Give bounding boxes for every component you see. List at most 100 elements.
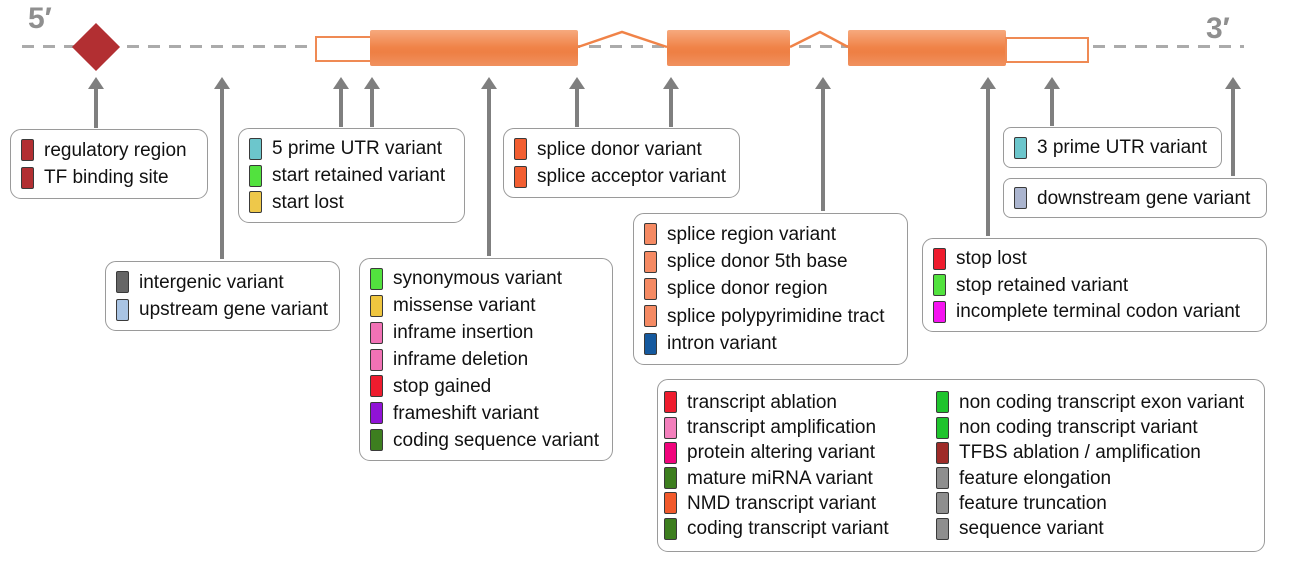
arrow-splice-donor: [569, 77, 585, 127]
legend-item: transcript ablation: [664, 391, 936, 414]
legend-item-label: feature truncation: [959, 492, 1107, 514]
color-swatch: [644, 305, 657, 328]
color-swatch: [644, 223, 657, 246]
legend-item: splice donor 5th base: [644, 250, 897, 273]
color-swatch: [514, 138, 527, 161]
legend-item-label: feature elongation: [959, 467, 1112, 489]
legend-item-label: synonymous variant: [393, 268, 562, 290]
color-swatch: [249, 164, 262, 187]
arrow-splice-region: [815, 77, 831, 211]
color-swatch: [514, 165, 527, 188]
exon-3: [848, 30, 1006, 66]
legend-item: regulatory region: [21, 139, 197, 162]
legend-item: transcript amplification: [664, 416, 936, 439]
legend-splice-region: splice region variant splice donor 5th b…: [633, 213, 908, 365]
legend-item-label: transcript amplification: [687, 417, 877, 439]
legend-item: 3 prime UTR variant: [1014, 136, 1211, 159]
arrow-three-prime-utr: [1044, 77, 1060, 126]
legend-item-label: non coding transcript variant: [959, 417, 1198, 439]
color-swatch: [370, 375, 383, 398]
legend-stop-codon: stop lost stop retained variant incomple…: [922, 238, 1267, 332]
legend-item-label: incomplete terminal codon variant: [956, 301, 1241, 322]
legend-coding-consequences: synonymous variant missense variant infr…: [359, 258, 613, 461]
color-swatch: [1014, 187, 1027, 209]
legend-item: coding sequence variant: [370, 429, 602, 452]
color-swatch: [664, 467, 677, 490]
legend-item-label: inframe insertion: [393, 322, 534, 344]
legend-intergenic-upstream: intergenic variant upstream gene variant: [105, 261, 340, 331]
legend-item: splice donor variant: [514, 138, 729, 161]
color-swatch: [936, 416, 949, 439]
exon-2: [667, 30, 790, 66]
legend-item: feature truncation: [936, 492, 1258, 515]
legend-item-label: stop lost: [956, 248, 1027, 269]
three-prime-utr-box: [1005, 37, 1089, 63]
legend-item-label: 3 prime UTR variant: [1037, 137, 1207, 158]
splice-junction-lines: [577, 30, 849, 49]
color-swatch: [644, 250, 657, 273]
legend-item-label: splice acceptor variant: [537, 166, 727, 188]
color-swatch: [664, 441, 677, 464]
legend-item: inframe insertion: [370, 321, 602, 344]
color-swatch: [644, 277, 657, 300]
legend-item: splice polypyrimidine tract: [644, 305, 897, 328]
legend-item-label: transcript ablation: [687, 391, 837, 413]
legend-item-label: start retained variant: [272, 165, 446, 186]
legend-item-label: frameshift variant: [393, 402, 539, 424]
color-swatch: [370, 402, 383, 425]
five-prime-utr-box: [315, 36, 372, 62]
legend-item-label: NMD transcript variant: [687, 492, 876, 514]
color-swatch: [936, 441, 949, 464]
legend-item-label: downstream gene variant: [1037, 187, 1251, 209]
legend-item-label: stop retained variant: [956, 274, 1129, 296]
five-prime-label: 5′: [28, 2, 52, 35]
color-swatch: [116, 298, 129, 321]
legend-item: splice donor region: [644, 277, 897, 300]
legend-item: start lost: [249, 191, 454, 214]
color-swatch: [21, 139, 34, 162]
legend-item-label: splice donor 5th base: [667, 251, 848, 273]
legend-item: downstream gene variant: [1014, 187, 1256, 209]
legend-regulatory: regulatory region TF binding site: [10, 129, 208, 199]
arrow-start-codon: [364, 77, 380, 127]
legend-item: inframe deletion: [370, 348, 602, 371]
color-swatch: [936, 467, 949, 490]
legend-item: stop lost: [933, 247, 1256, 270]
legend-item-label: regulatory region: [44, 139, 187, 161]
color-swatch: [21, 166, 34, 189]
legend-item-label: protein altering variant: [687, 442, 875, 464]
legend-item-label: start lost: [272, 191, 344, 213]
legend-item: NMD transcript variant: [664, 492, 936, 515]
legend-item-label: upstream gene variant: [139, 299, 329, 321]
color-swatch: [936, 517, 949, 540]
legend-item: missense variant: [370, 294, 602, 317]
legend-item-label: splice polypyrimidine tract: [667, 305, 885, 327]
legend-item-label: missense variant: [393, 295, 536, 317]
legend-three-prime-utr: 3 prime UTR variant: [1003, 127, 1222, 168]
color-swatch: [370, 321, 383, 344]
legend-item: synonymous variant: [370, 267, 602, 290]
color-swatch: [933, 274, 946, 296]
color-swatch: [936, 391, 949, 414]
legend-item-label: TFBS ablation / amplification: [959, 442, 1201, 464]
legend-item: feature elongation: [936, 467, 1258, 490]
color-swatch: [664, 391, 677, 414]
legend-item: sequence variant: [936, 517, 1258, 540]
exon-1: [370, 30, 578, 66]
legend-item: splice acceptor variant: [514, 165, 729, 188]
legend-five-prime-utr: 5 prime UTR variant start retained varia…: [238, 128, 465, 223]
gene-backbone-dashed-line: [22, 45, 1244, 48]
legend-item: start retained variant: [249, 164, 454, 187]
arrow-five-prime-utr: [333, 77, 349, 127]
color-swatch: [664, 416, 677, 439]
color-swatch: [249, 137, 262, 160]
color-swatch: [116, 271, 129, 294]
legend-item: splice region variant: [644, 223, 897, 246]
color-swatch: [370, 267, 383, 290]
legend-item: intron variant: [644, 332, 897, 355]
legend-item-label: 5 prime UTR variant: [272, 138, 442, 160]
color-swatch: [249, 191, 262, 214]
legend-item: mature miRNA variant: [664, 467, 936, 490]
arrow-coding-region: [481, 77, 497, 256]
